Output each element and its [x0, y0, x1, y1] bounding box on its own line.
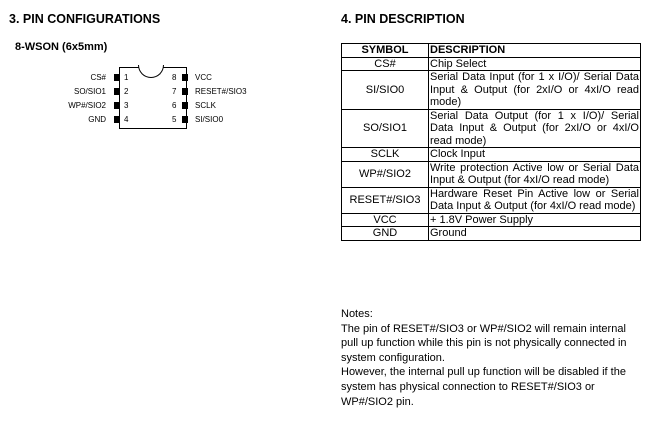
pin-label-2: SO/SIO1	[73, 87, 106, 96]
description-cell: + 1.8V Power Supply	[428, 212, 641, 227]
pin-number-4: 4	[124, 115, 129, 124]
pin-description-table: SYMBOL DESCRIPTION CS# Chip Select SI/SI…	[341, 43, 641, 241]
symbol-cell: WP#/SIO2	[341, 160, 429, 188]
pin-label-6: SCLK	[195, 101, 216, 110]
symbol-cell: SI/SIO0	[341, 70, 429, 110]
pin-pad-6	[182, 102, 188, 109]
pin-pad-1	[114, 74, 120, 81]
symbol-cell: GND	[341, 226, 429, 241]
description-cell: Write protection Active low or Serial Da…	[428, 160, 641, 188]
symbol-cell: VCC	[341, 212, 429, 227]
package-label: 8-WSON (6x5mm)	[15, 41, 108, 53]
pin-label-8: VCC	[195, 73, 212, 82]
pin-number-2: 2	[124, 87, 129, 96]
section-title-pin-description: 4. PIN DESCRIPTION	[341, 12, 465, 26]
description-cell: Serial Data Input (for 1 x I/O)/ Serial …	[428, 70, 641, 110]
symbol-cell: SO/SIO1	[341, 108, 429, 148]
pin-pad-5	[182, 116, 188, 123]
table-row: GND Ground	[341, 226, 641, 241]
table-row: SO/SIO1 Serial Data Output (for 1 x I/O)…	[341, 108, 641, 148]
pin-number-1: 1	[124, 73, 129, 82]
pin-label-1: CS#	[90, 73, 106, 82]
section-title-pin-configurations: 3. PIN CONFIGURATIONS	[9, 12, 161, 26]
table-row: VCC + 1.8V Power Supply	[341, 212, 641, 227]
notes-title: Notes:	[341, 308, 373, 320]
pin-number-6: 6	[172, 101, 177, 110]
pin-pad-4	[114, 116, 120, 123]
description-cell: Clock Input	[428, 147, 641, 162]
pin-number-3: 3	[124, 101, 129, 110]
table-row: RESET#/SIO3 Hardware Reset Pin Active lo…	[341, 186, 641, 214]
pin-number-5: 5	[172, 115, 177, 124]
description-cell: Ground	[428, 226, 641, 241]
pin-number-7: 7	[172, 87, 177, 96]
pin-pad-8	[182, 74, 188, 81]
table-row: SCLK Clock Input	[341, 147, 641, 162]
pin-label-5: SI/SIO0	[195, 115, 224, 124]
header-symbol: SYMBOL	[341, 43, 429, 58]
pin-pad-2	[114, 88, 120, 95]
pin-number-8: 8	[172, 73, 177, 82]
pin-label-7: RESET#/SIO3	[195, 87, 247, 96]
header-description: DESCRIPTION	[428, 43, 641, 58]
table-header-row: SYMBOL DESCRIPTION	[341, 43, 641, 58]
description-cell: Hardware Reset Pin Active low or Serial …	[428, 186, 641, 214]
symbol-cell: CS#	[341, 56, 429, 71]
notes-line-1: The pin of RESET#/SIO3 or WP#/SIO2 will …	[341, 322, 627, 364]
table-row: CS# Chip Select	[341, 56, 641, 71]
pin-pad-3	[114, 102, 120, 109]
table-row: WP#/SIO2 Write protection Active low or …	[341, 160, 641, 188]
notes-block: Notes: The pin of RESET#/SIO3 or WP#/SIO…	[341, 307, 639, 409]
pin-label-3: WP#/SIO2	[68, 101, 106, 110]
symbol-cell: RESET#/SIO3	[341, 186, 429, 214]
description-cell: Serial Data Output (for 1 x I/O)/ Serial…	[428, 108, 641, 148]
description-cell: Chip Select	[428, 56, 641, 71]
pin-pad-7	[182, 88, 188, 95]
notes-line-2: However, the internal pull up function w…	[341, 366, 626, 408]
symbol-cell: SCLK	[341, 147, 429, 162]
pin-label-4: GND	[88, 115, 106, 124]
table-row: SI/SIO0 Serial Data Input (for 1 x I/O)/…	[341, 70, 641, 110]
